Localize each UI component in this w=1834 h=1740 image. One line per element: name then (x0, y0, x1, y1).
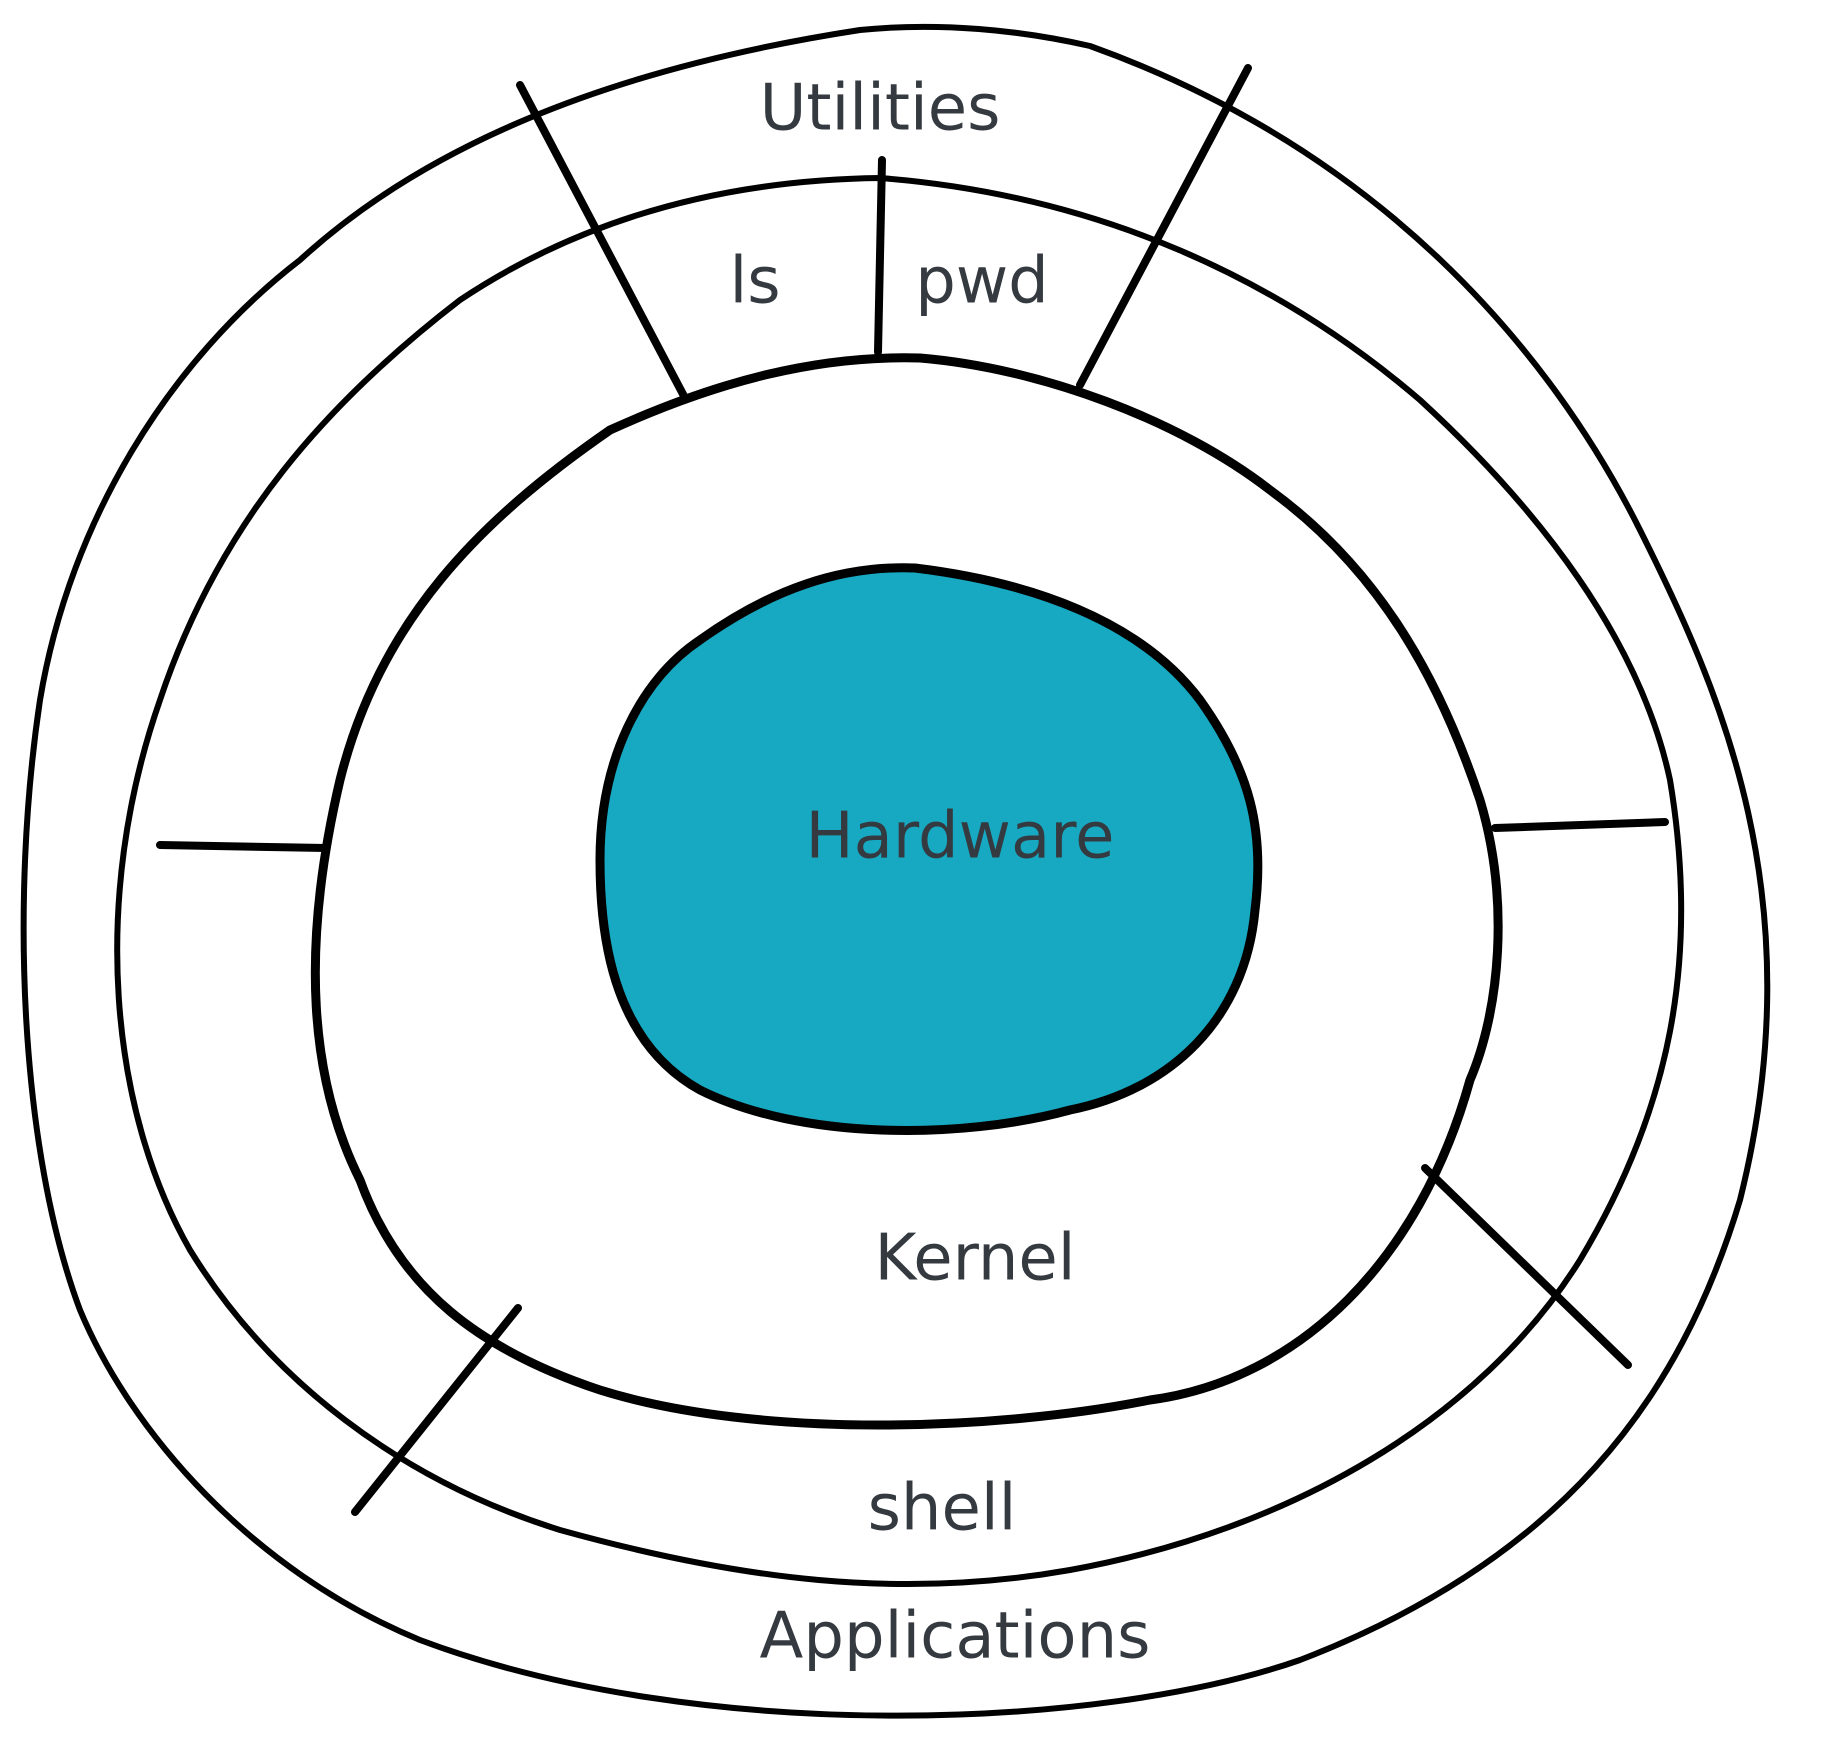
inner-ring (310, 353, 1503, 1430)
utilities-label: Utilities (760, 72, 1001, 146)
divider-utilities-left (516, 81, 689, 402)
outer-ring (20, 23, 1771, 1719)
shell-label: shell (868, 1472, 1017, 1546)
hardware-core (595, 563, 1263, 1135)
divider-shell-right (1491, 818, 1669, 832)
pwd-label: pwd (915, 245, 1049, 319)
divider-lower-right (1421, 1164, 1632, 1369)
divider-lower-left (351, 1304, 522, 1516)
divider-shell-left (156, 841, 330, 852)
divider-utilities-right (1076, 64, 1252, 389)
hardware-label: Hardware (806, 800, 1115, 874)
middle-ring (114, 175, 1685, 1588)
kernel-label: Kernel (874, 1222, 1075, 1296)
ls-label: ls (729, 245, 780, 319)
divider-ls-pwd (874, 156, 886, 356)
applications-label: Applications (760, 1600, 1151, 1674)
